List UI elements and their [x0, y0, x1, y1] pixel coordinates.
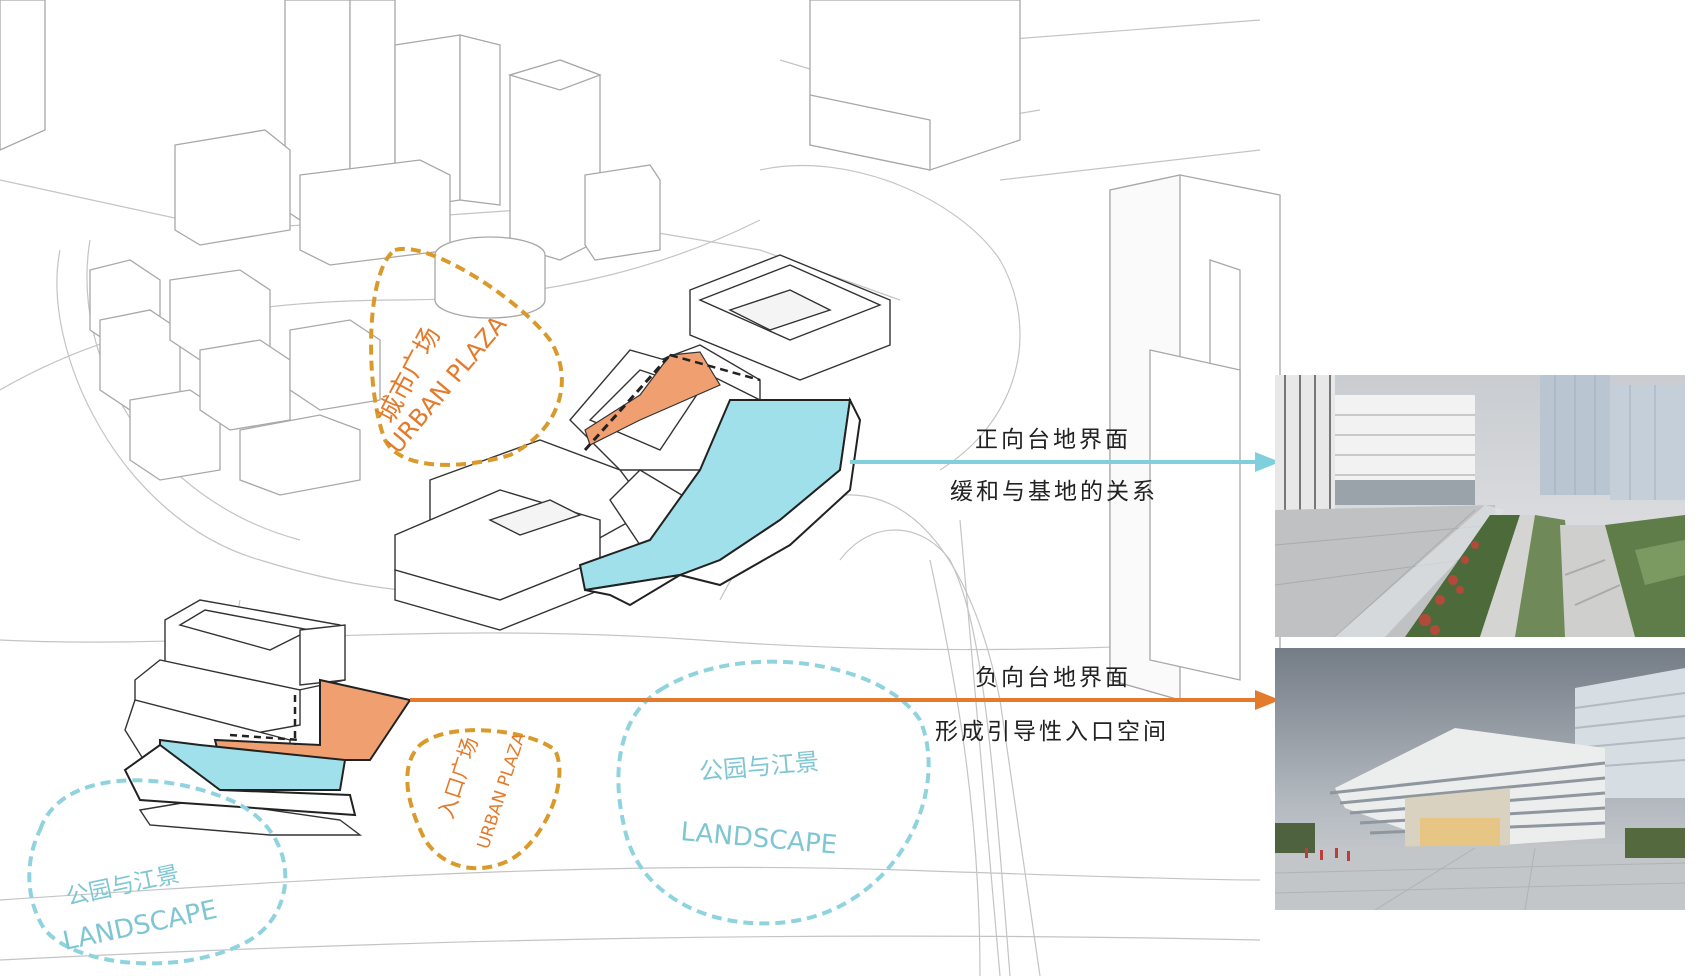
- positive-interface-desc: 缓和与基地的关系: [950, 479, 1158, 505]
- entrance-plaza-cn: 入口广场: [434, 734, 483, 821]
- lower-building-complex: [124, 599, 363, 836]
- entrance-plaza-en-label: URBAN PLAZA: [474, 730, 530, 851]
- landscape-center-en-label: LANDSCAPE: [679, 817, 838, 861]
- terraced-plaza-photo: [1275, 375, 1685, 637]
- exhibition-center-facade-photo: [1275, 648, 1685, 910]
- positive-interface-title: 正向台地界面: [975, 427, 1131, 453]
- entrance-plaza-en: URBAN PLAZA: [474, 730, 530, 851]
- negative-interface-title: 负向台地界面: [975, 665, 1131, 691]
- landscape-center-cn: 公园与江景: [698, 748, 820, 786]
- positive-terrace-orange: [583, 351, 761, 452]
- zone-outline-landscape-left: [27, 778, 288, 966]
- zone-outline-landscape-center: [616, 659, 931, 926]
- landscape-center-en: LANDSCAPE: [679, 817, 838, 861]
- negative-interface-desc: 形成引导性入口空间: [935, 719, 1169, 745]
- positive-terrace-ramp: [578, 396, 862, 607]
- entrance-plaza-label: 入口广场: [434, 734, 483, 821]
- landscape-left-label: 公园与江景: [64, 862, 182, 911]
- zone-outline-entrance-plaza: [405, 728, 562, 871]
- landscape-center-label: 公园与江景: [698, 748, 820, 786]
- context-buildings: [0, 0, 1281, 701]
- negative-arrow: [410, 690, 1280, 710]
- zone-outline-urban-plaza-top: [369, 246, 564, 467]
- landscape-left-cn: 公园与江景: [64, 862, 182, 911]
- positive-arrow: [850, 452, 1280, 472]
